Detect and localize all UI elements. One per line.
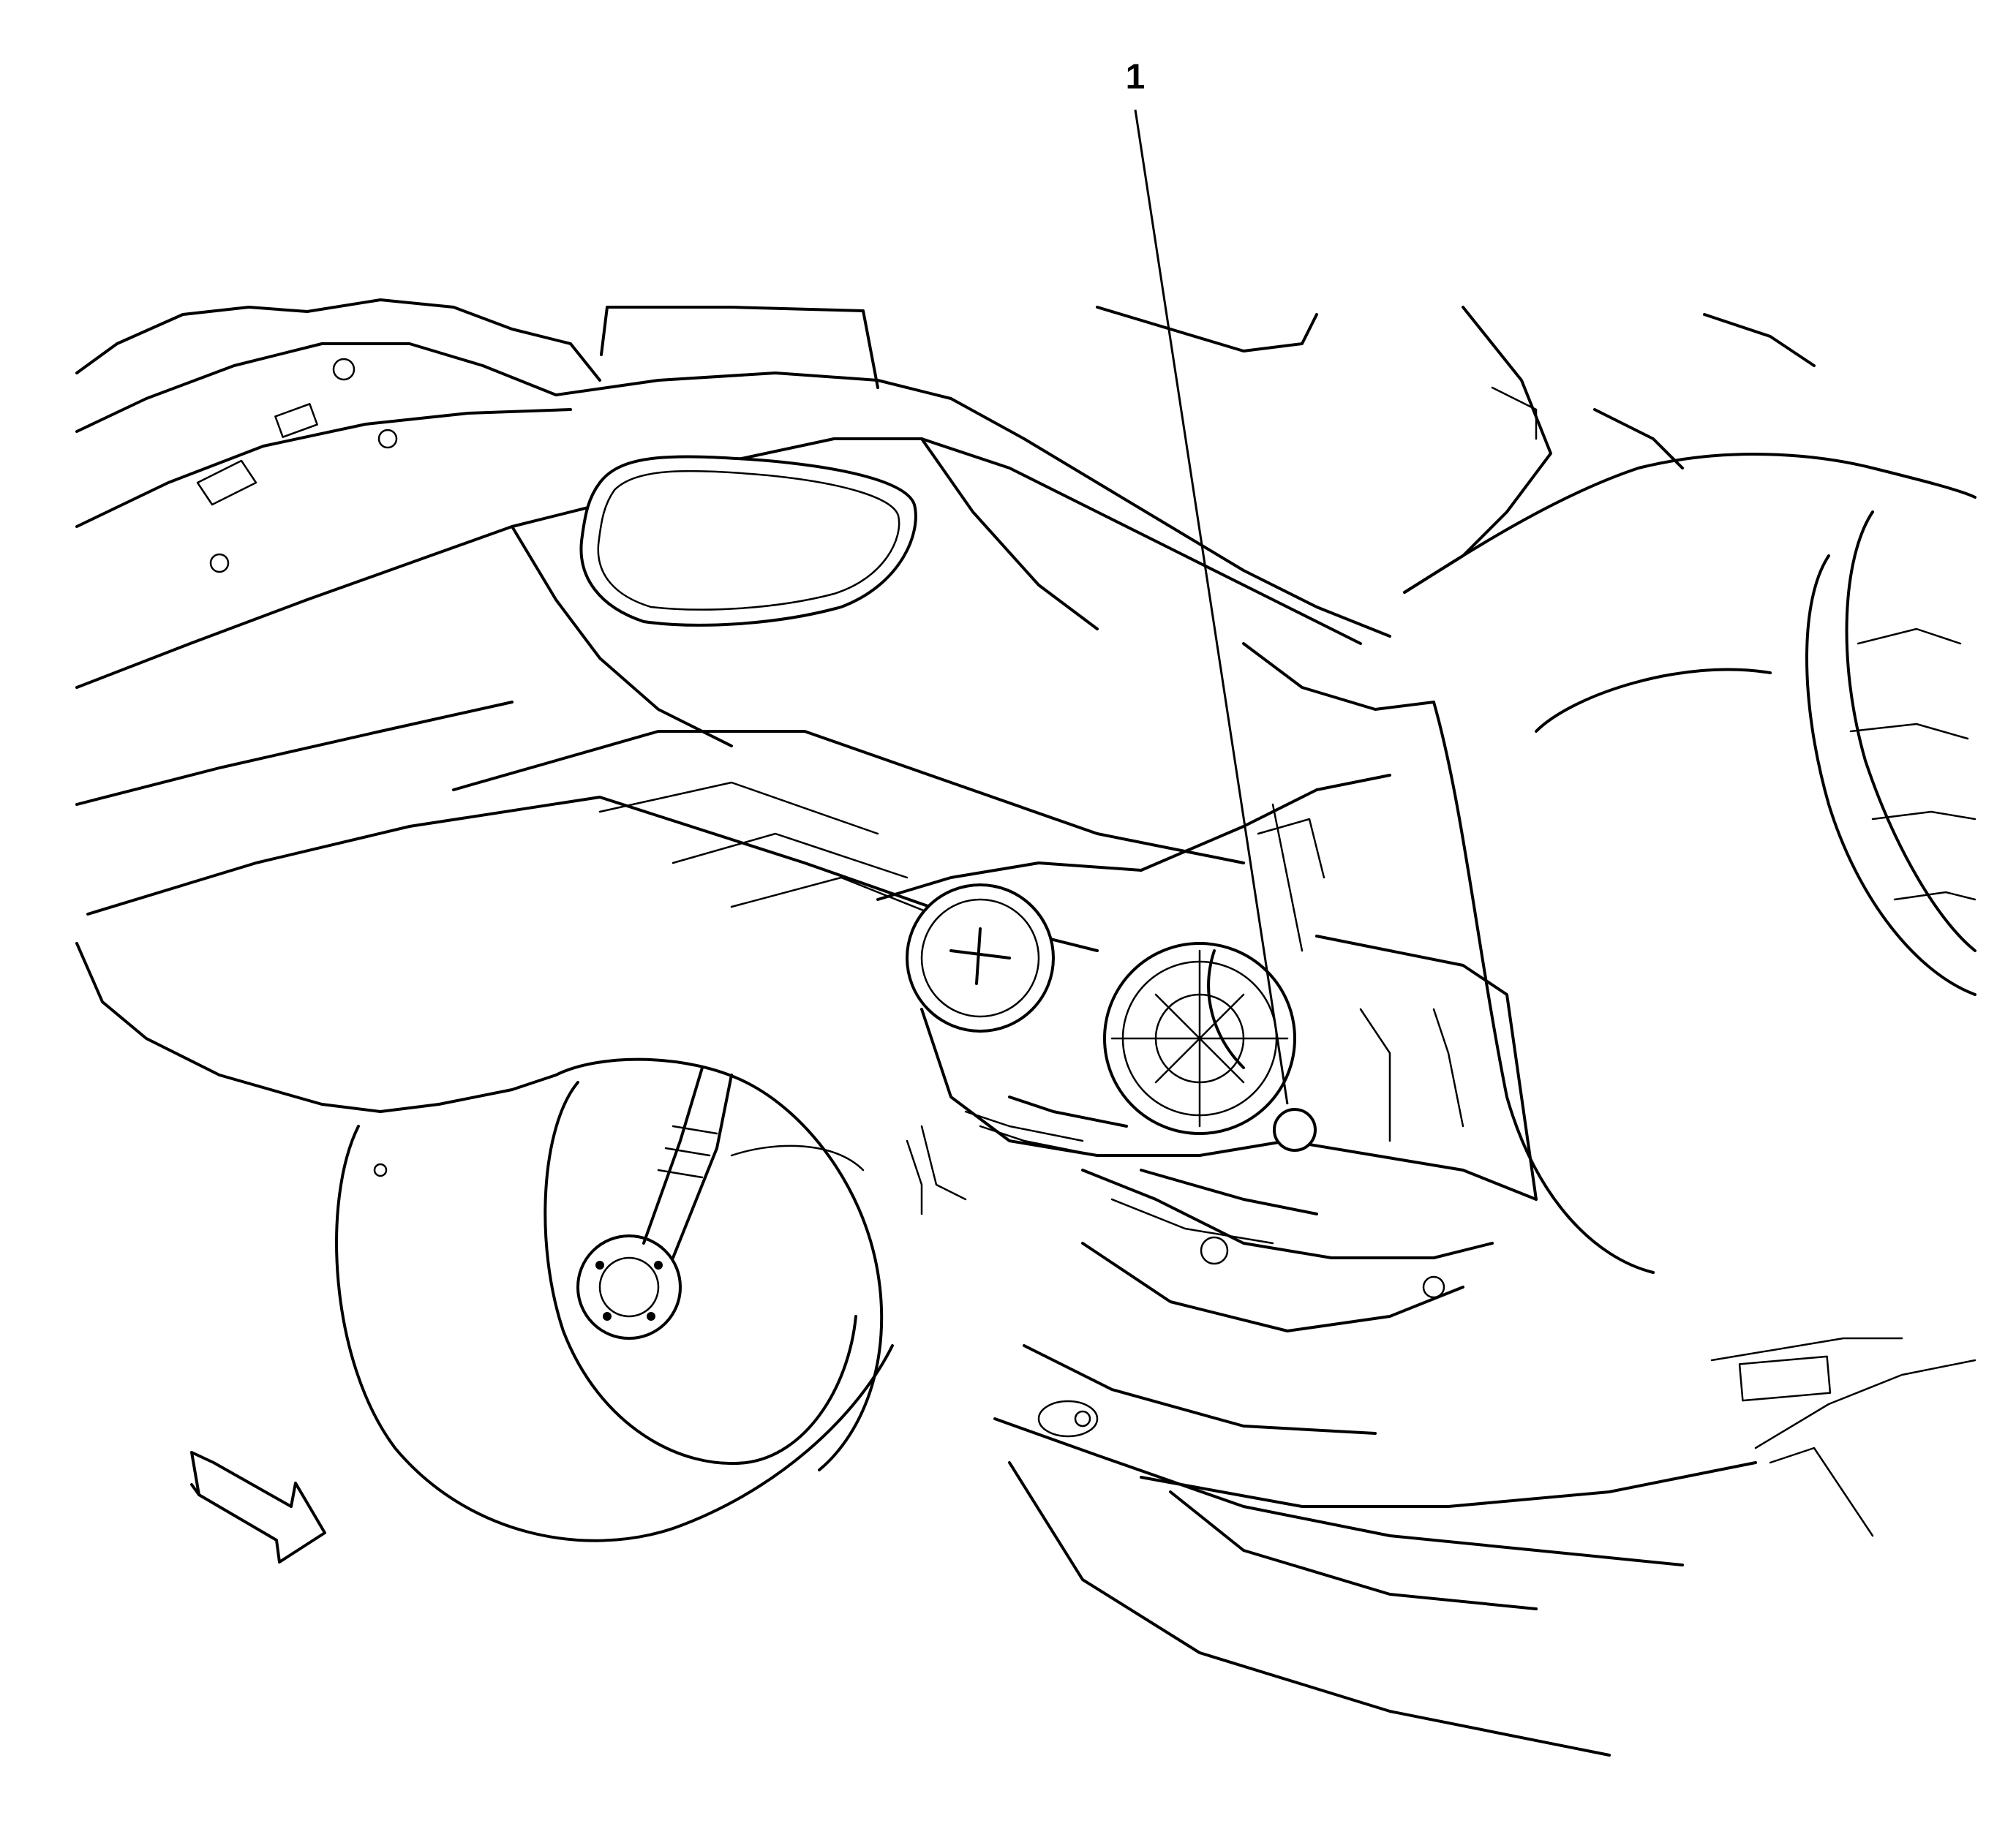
rear-bumper-fascia — [511, 306, 1552, 747]
underbody-floor-pan — [408, 730, 1976, 1757]
callout-label-1: 1 — [1125, 58, 1146, 97]
front-direction-arrow-icon — [190, 1451, 326, 1564]
callout-1-leader — [1134, 109, 1289, 1105]
right-wheel-arch — [1403, 313, 1976, 1274]
left-rear-wheel — [335, 1057, 923, 1542]
rear-body-panel — [75, 298, 601, 1177]
transmission-assembly — [906, 803, 1538, 1428]
